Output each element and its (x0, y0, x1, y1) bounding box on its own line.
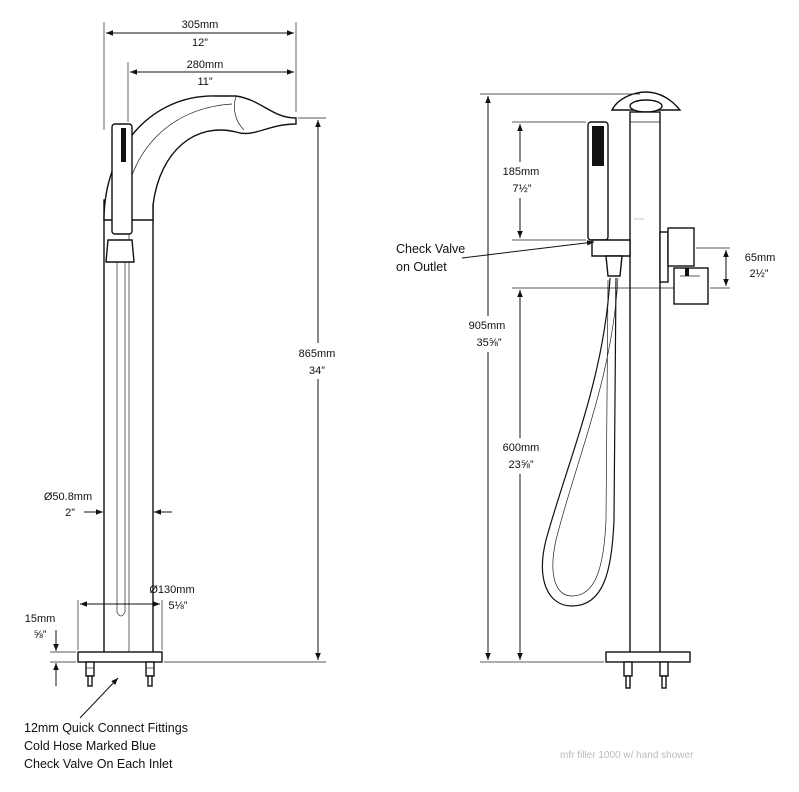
hand-shower-holder (105, 239, 135, 263)
quick-connect-fittings-left (85, 661, 155, 687)
hand-shower (111, 123, 133, 235)
outlet-holder (591, 239, 631, 257)
hose (541, 277, 617, 607)
right-base-plate (605, 651, 691, 663)
check-valve-label-line1: Check Valve (396, 242, 465, 256)
check-valve-label-line2: on Outlet (396, 260, 447, 274)
base-plate (77, 651, 163, 663)
dim-600mm: 600mm (503, 442, 540, 454)
dim-diam-50-8mm: Ø50.8mm (44, 491, 92, 503)
left-faucet-view: 305mm 12” 280mm 11” 865mm 34” Ø50.8mm 2”… (25, 19, 346, 719)
installation-notes: 12mm Quick Connect Fittings Cold Hose Ma… (24, 721, 188, 771)
note-quick-connect: 12mm Quick Connect Fittings (24, 721, 188, 735)
dim-905mm: 905mm (469, 320, 506, 332)
faucet-body-tube (103, 199, 154, 655)
dim-7-1-2in: 7½” (513, 183, 532, 195)
dim-65mm: 65mm (745, 252, 776, 264)
dim-2-1-2in: 2½” (750, 268, 769, 280)
svg-text:brand: brand (634, 216, 644, 221)
note-cold-hose: Cold Hose Marked Blue (24, 739, 156, 753)
note-check-valve-inlet: Check Valve On Each Inlet (24, 757, 173, 771)
dim-5-8in: ⅝” (34, 629, 47, 641)
dim-865mm: 865mm (299, 348, 336, 360)
right-faucet-view: brand 905mm 35⅝” (396, 91, 776, 689)
dim-280mm: 280mm (187, 59, 224, 71)
dim-11in: 11” (197, 76, 212, 88)
dim-35-5-8in: 35⅝” (476, 337, 501, 349)
watermark: mfr filler 1000 w/ hand shower (560, 750, 694, 761)
dim-34in: 34” (309, 365, 325, 377)
dim-2in: 2” (65, 507, 75, 519)
dim-12in: 12” (192, 37, 208, 49)
right-body-tube (629, 111, 661, 655)
mixer-handle (659, 227, 709, 305)
dim-5-1-8in: 5⅛” (169, 600, 188, 612)
dim-23-5-8in: 23⅝” (508, 459, 533, 471)
dim-185mm: 185mm (503, 166, 540, 178)
dim-diam-130mm: Ø130mm (149, 584, 194, 596)
dim-15mm: 15mm (25, 613, 56, 625)
spout-arc (103, 95, 297, 221)
quick-connect-fittings-right (623, 661, 669, 689)
dim-305mm: 305mm (182, 19, 219, 31)
